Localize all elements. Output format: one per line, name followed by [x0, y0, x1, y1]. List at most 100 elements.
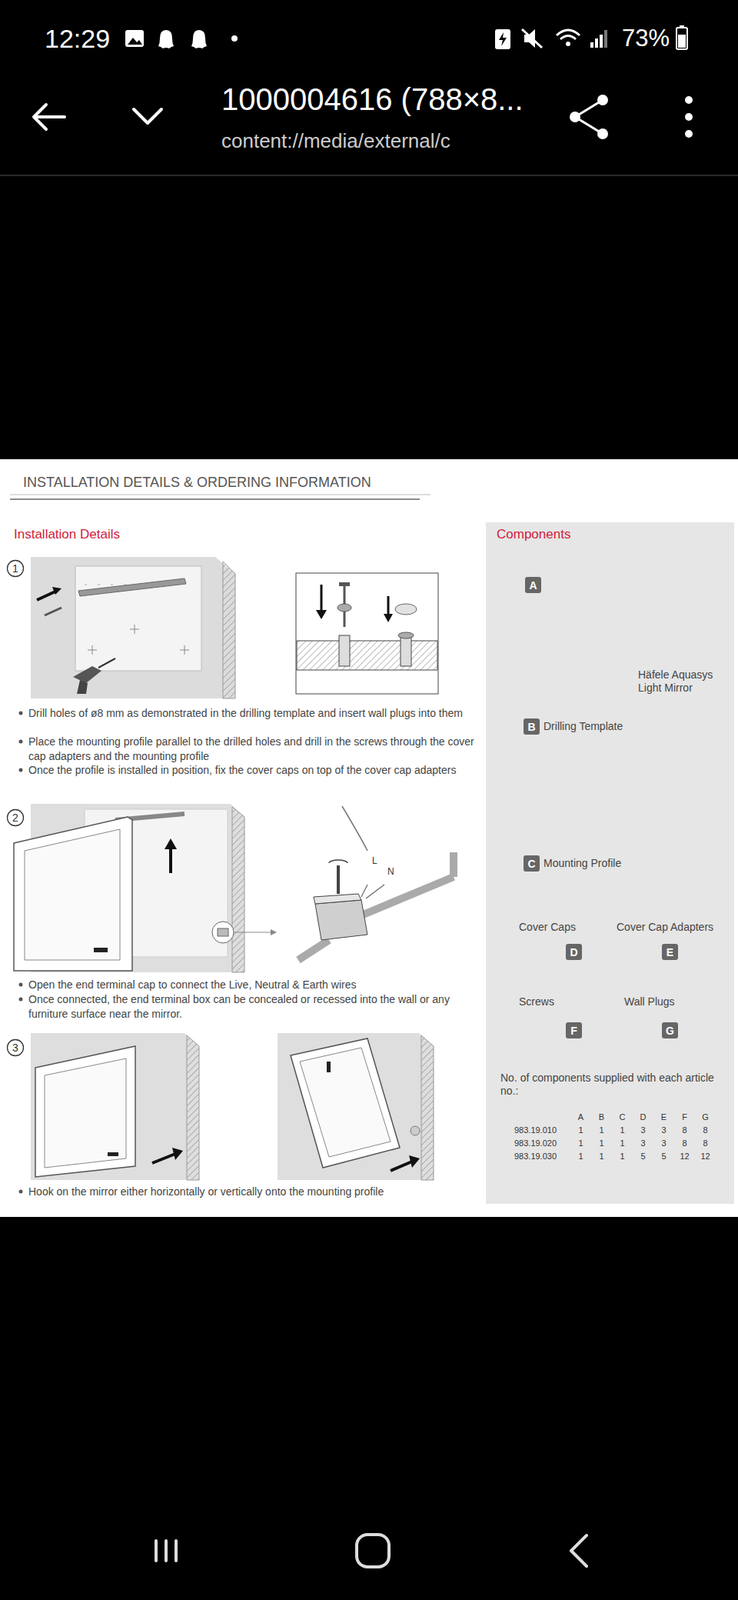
cover-cap: [395, 603, 417, 615]
wifi-arc: [560, 36, 576, 40]
table-cell: 1: [591, 1123, 612, 1137]
back-arrow: [33, 104, 65, 130]
section-heading: Installation Details: [13, 525, 245, 543]
battery-percent: 73%: [621, 24, 678, 53]
ghost-icon: [158, 29, 174, 49]
wall: [277, 1032, 434, 1180]
table-cell: 983.19.020: [500, 1136, 571, 1150]
wall: [30, 556, 236, 699]
wall-edge: [186, 1034, 200, 1180]
file-path: content://media/external/c: [221, 129, 560, 153]
template-sheet: [75, 565, 202, 671]
wall-edge: [222, 561, 236, 699]
share-dot: [569, 111, 581, 123]
collapse-chevron: [133, 109, 162, 123]
instruction-bullet: Once the profile is installed in positio…: [28, 762, 479, 778]
bullet-dot: [19, 997, 24, 1001]
table-header-cell: B: [591, 1110, 612, 1124]
battery-outline: [676, 27, 688, 50]
component-name: Drilling Template: [543, 718, 698, 733]
terminal-mark: [410, 1125, 420, 1135]
drill-bit: [98, 658, 116, 668]
wiring-figure: [298, 805, 454, 960]
mute-slash: [521, 29, 542, 48]
mirror-frame: [35, 1045, 136, 1177]
table-cell: 3: [653, 1136, 675, 1150]
conduit: [298, 939, 330, 960]
ghost-icon: [191, 29, 207, 49]
page-heading: INSTALLATION DETAILS & ORDERING INFORMAT…: [23, 473, 372, 491]
header-separator: [0, 174, 738, 177]
table-cell: 1: [591, 1149, 612, 1163]
mirror-glass: [24, 828, 120, 960]
signal-bar: [604, 29, 608, 48]
table-cell: 3: [653, 1123, 675, 1137]
table-header-cell: C: [611, 1110, 633, 1124]
heading-rule: [9, 494, 431, 496]
bullet-dot: [19, 739, 24, 744]
step-circle-outline: [7, 809, 24, 826]
box-label: 2: [12, 811, 19, 824]
supply-cable: [342, 805, 368, 851]
wire-label: N: [387, 865, 397, 877]
step-number: 1: [6, 558, 25, 578]
wire-label: L: [372, 854, 382, 866]
arrow-head: [383, 613, 393, 622]
component-name: Häfele Aquasys Light Mirror: [638, 668, 731, 695]
conduit: [361, 876, 454, 915]
instruction-bullet: Hook on the mirror either horizontally o…: [28, 1183, 479, 1199]
table-cell: 12: [694, 1149, 716, 1163]
table-cell: 8: [674, 1136, 695, 1150]
drill-body: [73, 665, 102, 683]
table-header-cell: D: [632, 1110, 654, 1124]
box-label: C: [527, 857, 536, 870]
bolt: [498, 32, 507, 47]
box-label: E: [666, 945, 674, 958]
bullet-dot: [19, 711, 24, 715]
conduit: [449, 851, 458, 877]
table-cell: 3: [632, 1136, 654, 1150]
screw-symbol: [44, 607, 62, 615]
status-icons: [125, 25, 688, 50]
rotate-mark: [329, 859, 348, 863]
step-number: 2: [6, 807, 25, 827]
box-label: G: [665, 1023, 675, 1037]
table-header-cell: E: [653, 1110, 675, 1124]
wall: [30, 1032, 200, 1180]
terminal-box: [315, 899, 368, 940]
table-header-cell: G: [694, 1110, 716, 1124]
battery-saver-icon: [495, 29, 511, 50]
component-name: Cover Caps: [518, 919, 612, 934]
step2-wall-figure: [13, 803, 277, 972]
detail-circle: [212, 920, 234, 943]
screw-head: [339, 581, 350, 586]
heading-rule: [9, 498, 420, 500]
mirror-logo: [326, 1060, 331, 1072]
mirror-glass: [44, 1057, 127, 1167]
wall-edge: [232, 806, 245, 972]
signal-bar: [599, 34, 603, 48]
step-circle-outline: [7, 560, 24, 577]
wall-plug: [339, 634, 350, 666]
up-arrow: [169, 847, 173, 873]
component-name: Screws: [518, 993, 612, 1008]
wall-edge: [421, 1034, 434, 1180]
terminal-lid: [313, 893, 362, 904]
terminal-mini: [217, 927, 229, 936]
bullet-dot: [19, 767, 24, 772]
bullet-dot: [19, 1189, 24, 1194]
table-header-cell: F: [674, 1110, 695, 1124]
panel-ground: [485, 521, 735, 1204]
menu-dot: [684, 96, 693, 104]
home-button: [356, 1533, 389, 1566]
box-label: B: [527, 720, 536, 733]
box-label: F: [570, 1023, 578, 1037]
drill-grip: [76, 679, 88, 694]
wall-section: [296, 640, 438, 670]
detail-frame: [295, 572, 439, 694]
panel-heading: Components: [496, 526, 571, 542]
component-letter: B: [523, 718, 540, 735]
instruction-bullet: Once connected, the end terminal box can…: [28, 991, 479, 1021]
table-cell: 5: [632, 1149, 654, 1163]
